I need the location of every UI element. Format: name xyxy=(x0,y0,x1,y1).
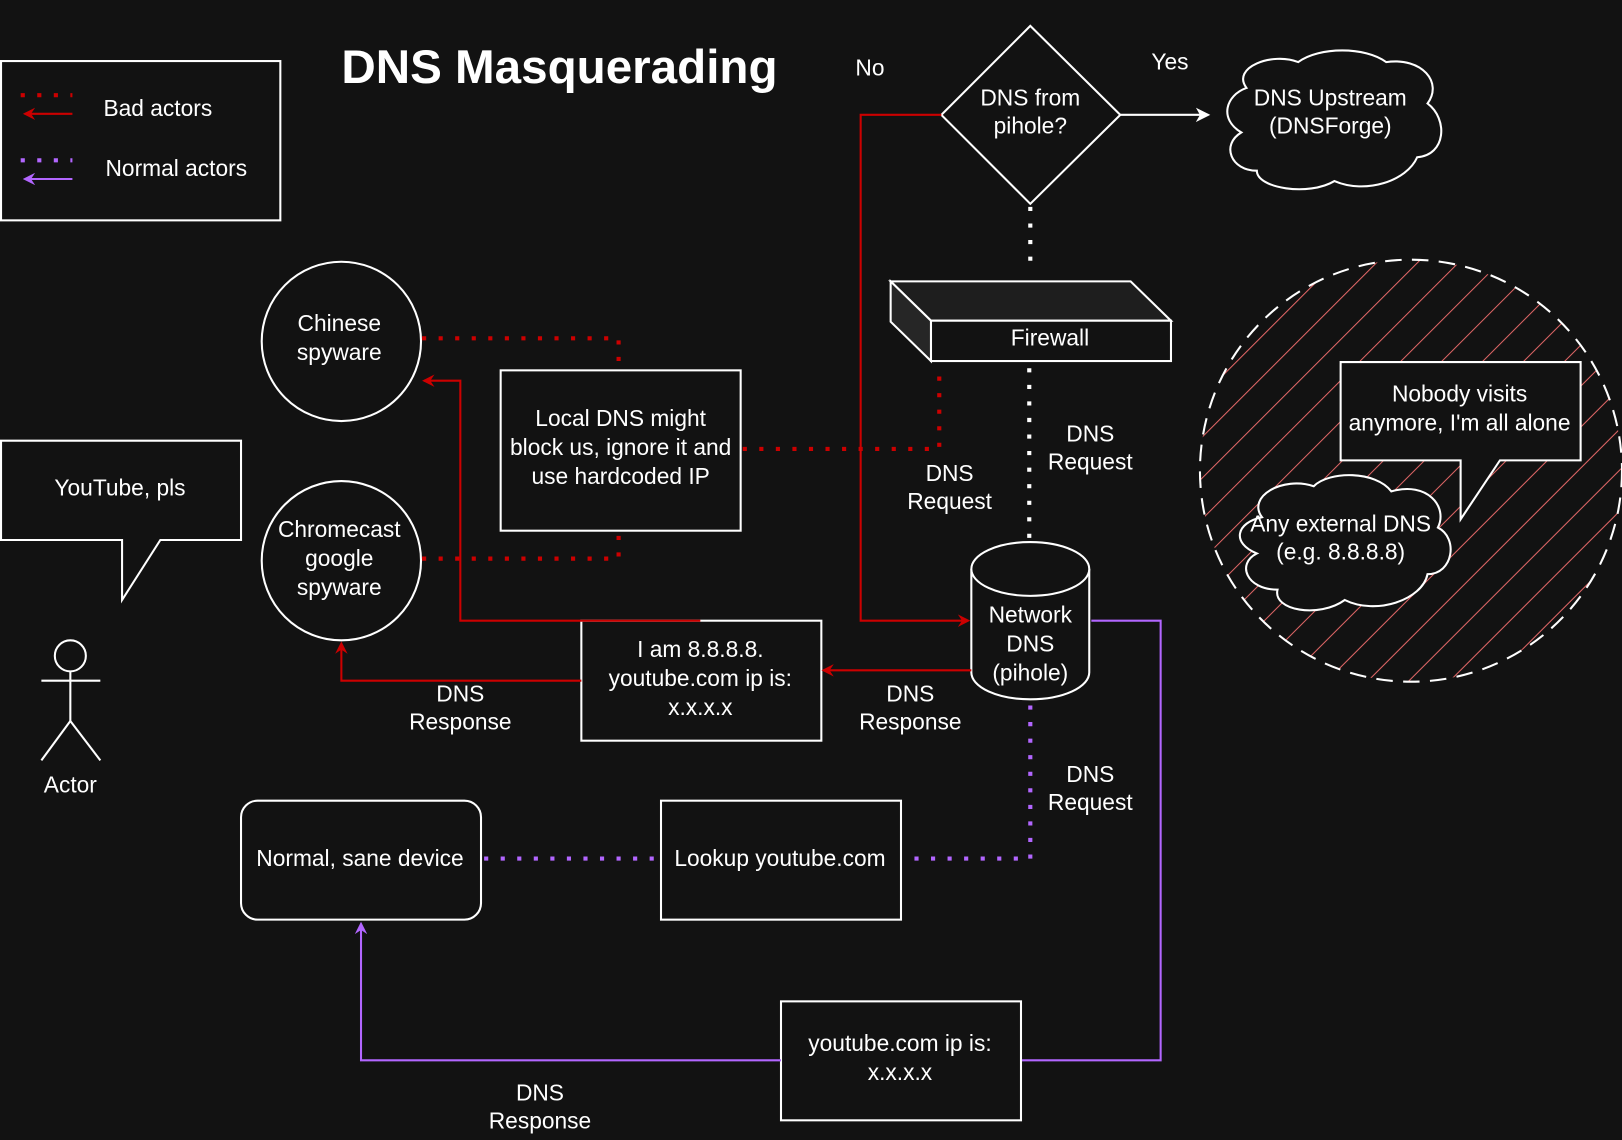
fake-line3: x.x.x.x xyxy=(668,694,733,720)
fake-line1: I am 8.8.8.8. xyxy=(637,636,763,662)
network-dns-pihole: Network DNS (pihole) xyxy=(970,541,1091,701)
no-label: No xyxy=(855,55,884,81)
firewall-label: Firewall xyxy=(1011,325,1089,351)
legend: Bad actors Normal actors xyxy=(0,60,282,222)
chromecast-line2: google xyxy=(305,545,373,571)
pihole-line2: DNS xyxy=(1006,631,1054,657)
fake-response-box xyxy=(580,619,823,742)
normal-device-label: Normal, sane device xyxy=(256,845,463,871)
chinese-line1: Chinese xyxy=(298,310,381,336)
upstream-line1: DNS Upstream xyxy=(1254,85,1407,111)
note-line2: block us, ignore it and xyxy=(510,434,731,460)
lookup-pihole-request xyxy=(914,703,1033,861)
chinese-bad-request xyxy=(422,336,621,363)
fake-line2: youtube.com ip is: xyxy=(609,665,792,691)
cloud-line2: (e.g. 8.8.8.8) xyxy=(1276,539,1405,565)
dns-response-label-1a: DNS xyxy=(886,680,934,706)
dns-request-label-2b: Request xyxy=(907,488,992,514)
lonely-callout xyxy=(1339,361,1582,523)
dns-request-label-2a: DNS xyxy=(926,460,974,486)
no-path-arrow xyxy=(859,113,971,627)
chromecast-line3: spyware xyxy=(297,574,382,600)
real-line1: youtube.com ip is: xyxy=(808,1030,991,1056)
external-zone-circle xyxy=(1198,258,1622,683)
pihole-line3: (pihole) xyxy=(992,660,1068,686)
yes-label: Yes xyxy=(1151,48,1188,74)
callout-line2: anymore, I'm all alone xyxy=(1349,409,1571,435)
decision-line2: pihole? xyxy=(994,112,1067,138)
firewall: Firewall xyxy=(888,278,1174,364)
firewall-front xyxy=(929,319,1173,363)
real-line2: x.x.x.x xyxy=(868,1059,933,1085)
chinese-line2: spyware xyxy=(297,339,382,365)
real-response-box xyxy=(779,1000,1023,1122)
dns-upstream-cloud xyxy=(1226,49,1443,191)
page-title: DNS Masquerading xyxy=(341,41,777,94)
cylinder-body xyxy=(970,568,1091,701)
dns-response-label-2b: Response xyxy=(409,708,511,734)
dns-request-label-3b: Request xyxy=(1048,789,1133,815)
bad-request-to-firewall xyxy=(742,367,942,452)
real-response-to-device-arrow xyxy=(354,921,782,1062)
chromecast-line1: Chromecast xyxy=(278,516,401,542)
dns-response-label-1b: Response xyxy=(859,708,961,734)
chromecast-bad-request xyxy=(422,535,621,561)
dns-request-label-3a: DNS xyxy=(1066,761,1114,787)
external-dns-cloud xyxy=(1238,474,1452,612)
upstream-line2: (DNSForge) xyxy=(1269,112,1392,138)
local-dns-note xyxy=(499,369,742,532)
dns-request-label-1b: Request xyxy=(1048,449,1133,475)
cylinder-top xyxy=(970,541,1091,597)
actor-speech-bubble xyxy=(0,439,243,604)
dns-response-label-2a: DNS xyxy=(436,680,484,706)
lookup-node xyxy=(659,799,903,921)
dns-response-label-3b: Response xyxy=(489,1108,591,1134)
legend-bad-label: Bad actors xyxy=(103,95,212,121)
fake-to-chromecast-arrow xyxy=(335,641,582,682)
actor-figure-icon xyxy=(40,639,102,761)
legend-normal-label: Normal actors xyxy=(106,155,248,181)
cloud-line1: Any external DNS xyxy=(1250,511,1431,537)
normal-device-node xyxy=(239,799,483,921)
actor-label: Actor xyxy=(44,771,98,797)
decision-diamond xyxy=(939,24,1122,206)
external-dns-zone: Nobody visits anymore, I'm all alone Any… xyxy=(1198,258,1622,683)
fake-to-chinese-arrow xyxy=(422,374,701,622)
decision-line1: DNS from xyxy=(980,85,1080,111)
note-line1: Local DNS might xyxy=(535,405,706,431)
pihole-real-response-line xyxy=(1022,619,1162,1062)
note-line3: use hardcoded IP xyxy=(531,463,709,489)
pihole-line1: Network xyxy=(989,602,1073,628)
firewall-top xyxy=(888,280,1174,322)
callout-line1: Nobody visits xyxy=(1392,380,1527,406)
dns-request-label-1a: DNS xyxy=(1066,421,1114,447)
legend-box xyxy=(0,60,282,222)
lookup-label: Lookup youtube.com xyxy=(674,845,885,871)
actor-speech-text: YouTube, pls xyxy=(54,475,185,501)
chinese-spyware-node xyxy=(260,260,423,423)
dns-response-label-3a: DNS xyxy=(516,1080,564,1106)
chromecast-spyware-node xyxy=(260,480,423,642)
